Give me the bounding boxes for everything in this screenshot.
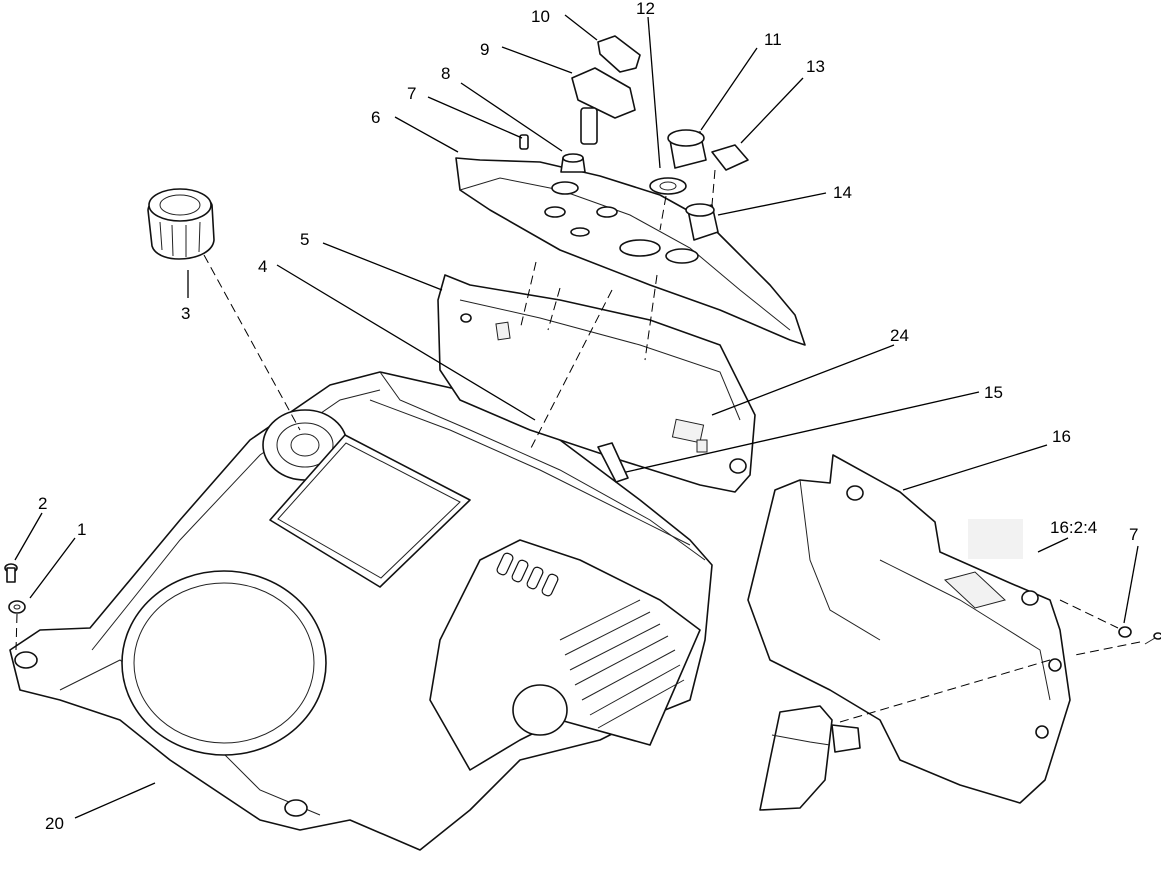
callout-24: 24 bbox=[890, 326, 909, 345]
part-3-filter-cap bbox=[147, 188, 215, 260]
callout-6: 6 bbox=[371, 108, 380, 127]
callout-20: 20 bbox=[45, 814, 64, 833]
callout-3: 3 bbox=[181, 304, 190, 323]
callout-13: 13 bbox=[806, 57, 825, 76]
part-7-nut-right bbox=[1118, 626, 1132, 638]
part-7-screw bbox=[519, 134, 529, 150]
screw-right bbox=[1144, 632, 1161, 645]
bracket-lower bbox=[759, 705, 861, 811]
part-9-key bbox=[571, 67, 636, 145]
callout-16-2-4: 16:2:4 bbox=[1050, 518, 1097, 537]
callout-16: 16 bbox=[1052, 427, 1071, 446]
callout-4: 4 bbox=[258, 257, 267, 276]
part-11-knob bbox=[667, 129, 707, 169]
callout-7: 7 bbox=[407, 84, 416, 103]
callout-1: 1 bbox=[77, 520, 86, 539]
callout-8: 8 bbox=[441, 64, 450, 83]
callout-5: 5 bbox=[300, 230, 309, 249]
part-10-key-cap bbox=[597, 35, 641, 73]
callout-10: 10 bbox=[531, 7, 550, 26]
leader-lines bbox=[14, 14, 1139, 819]
part-15-clip bbox=[597, 442, 629, 483]
part-16-side-cover bbox=[747, 454, 1071, 804]
callout-11: 11 bbox=[764, 30, 782, 49]
part-20-lower-cover bbox=[9, 371, 713, 851]
part-12-nut bbox=[649, 177, 687, 195]
part-13-cap bbox=[711, 144, 749, 171]
callout-9: 9 bbox=[480, 40, 489, 59]
part-14-switch bbox=[685, 203, 719, 241]
callout-15: 15 bbox=[984, 383, 1003, 402]
part-1-washer bbox=[8, 600, 26, 614]
part-2-bolt bbox=[4, 563, 18, 583]
callout-7-right: 7 bbox=[1129, 525, 1138, 544]
part-8-grommet bbox=[560, 153, 586, 173]
callout-2: 2 bbox=[38, 494, 47, 513]
assembly-lines bbox=[15, 169, 1141, 723]
part-5-lower-panel bbox=[437, 274, 756, 493]
callout-labels: 1 2 3 4 5 6 7 8 9 10 11 12 13 14 15 16 1… bbox=[38, 0, 1138, 833]
callout-14: 14 bbox=[833, 183, 852, 202]
callout-12: 12 bbox=[636, 0, 655, 18]
